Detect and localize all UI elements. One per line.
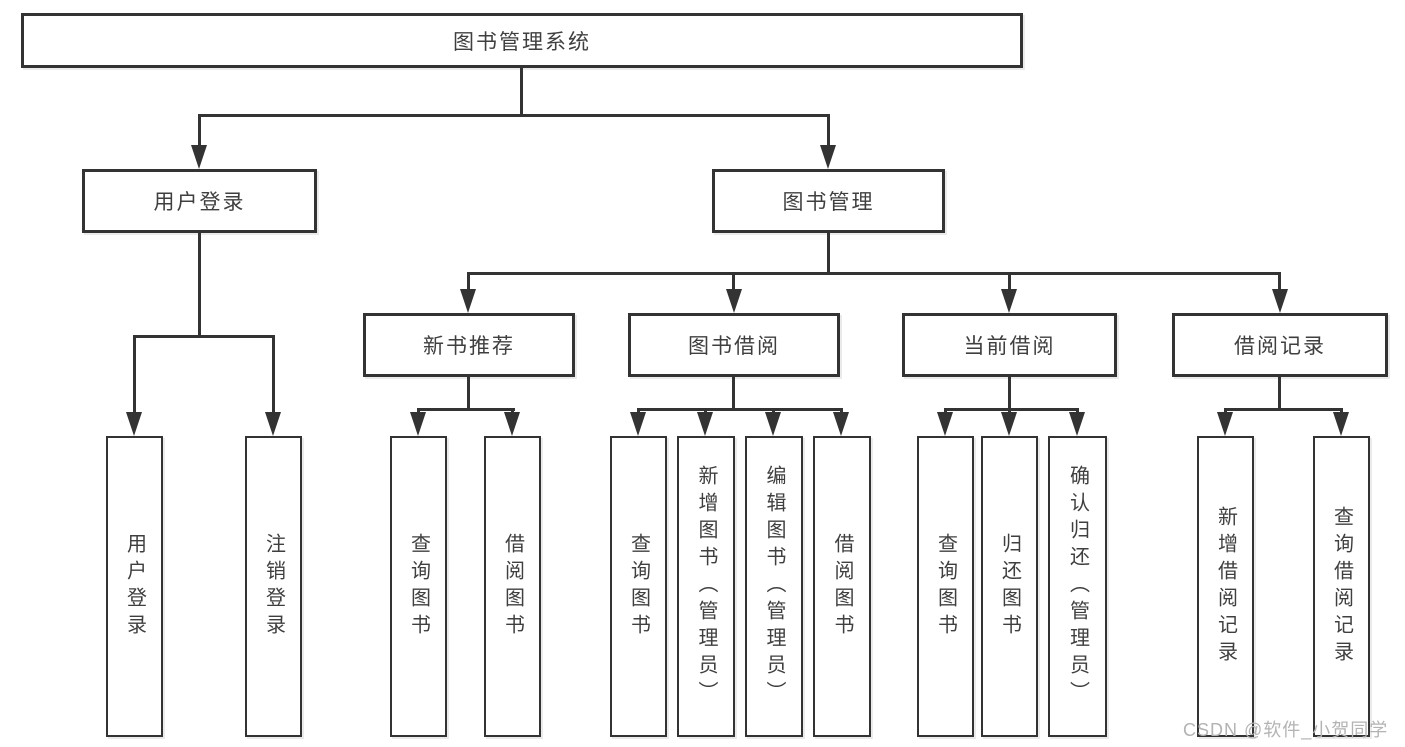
- leaf-return-books-label: 归还图书: [998, 532, 1021, 641]
- leaf-add-books-admin: 新增图书（管理员）: [677, 436, 735, 737]
- arrowhead-icon: [1217, 412, 1233, 436]
- arrowhead-icon: [1333, 412, 1349, 436]
- connector-hline: [467, 272, 1281, 275]
- connector-vline: [1008, 377, 1011, 411]
- arrowhead-icon: [504, 412, 520, 436]
- node-new-book-recommend: 新书推荐: [363, 313, 575, 377]
- arrowhead-icon: [1001, 289, 1017, 313]
- connector-vline: [704, 408, 707, 415]
- connector-vline: [1278, 272, 1281, 291]
- arrowhead-icon: [937, 412, 953, 436]
- leaf-current-query-books-label: 查询图书: [934, 532, 957, 641]
- csdn-watermark: CSDN @软件_小贺同学: [1183, 720, 1389, 740]
- arrowhead-icon: [726, 289, 742, 313]
- node-book-borrow-label: 图书借阅: [688, 335, 780, 358]
- leaf-borrow-query-books: 查询图书: [610, 436, 667, 737]
- leaf-rec-borrow-books: 借阅图书: [484, 436, 541, 737]
- connector-vline: [827, 233, 830, 275]
- leaf-return-books: 归还图书: [981, 436, 1038, 737]
- leaf-user-login-label: 用户登录: [123, 532, 146, 641]
- node-borrow-records-label: 借阅记录: [1234, 335, 1326, 358]
- leaf-confirm-return-admin: 确认归还（管理员）: [1048, 436, 1107, 737]
- connector-vline: [944, 408, 947, 415]
- arrowhead-icon: [265, 412, 281, 436]
- connector-vline: [198, 114, 201, 147]
- connector-vline: [467, 272, 470, 291]
- arrowhead-icon: [833, 412, 849, 436]
- leaf-rec-query-books-label: 查询图书: [407, 532, 430, 641]
- node-current-borrow: 当前借阅: [902, 313, 1117, 377]
- arrowhead-icon: [191, 145, 207, 169]
- connector-vline: [1224, 408, 1227, 415]
- arrowhead-icon: [460, 289, 476, 313]
- leaf-borrow-query-books-label: 查询图书: [627, 532, 650, 641]
- connector-hline: [1224, 408, 1343, 411]
- connector-vline: [1076, 408, 1079, 415]
- connector-vline: [732, 272, 735, 291]
- leaf-query-borrow-record-label: 查询借阅记录: [1330, 505, 1353, 668]
- connector-vline: [272, 335, 275, 414]
- connector-hline: [944, 408, 1079, 411]
- leaf-add-books-admin-label: 新增图书（管理员）: [695, 465, 717, 708]
- arrowhead-icon: [630, 412, 646, 436]
- leaf-rec-borrow-books-label: 借阅图书: [501, 532, 524, 641]
- connector-vline: [1278, 377, 1281, 411]
- node-root: 图书管理系统: [21, 13, 1023, 68]
- node-user-login-label: 用户登录: [153, 191, 246, 214]
- connector-vline: [417, 408, 420, 415]
- leaf-add-borrow-record: 新增借阅记录: [1197, 436, 1254, 737]
- connector-vline: [637, 408, 640, 415]
- connector-vline: [511, 408, 514, 415]
- leaf-borrow-books: 借阅图书: [813, 436, 871, 737]
- arrowhead-icon: [765, 412, 781, 436]
- connector-vline: [520, 68, 523, 117]
- leaf-borrow-books-label: 借阅图书: [831, 532, 853, 641]
- connector-vline: [827, 114, 830, 147]
- node-current-borrow-label: 当前借阅: [963, 335, 1056, 358]
- node-user-login: 用户登录: [82, 169, 317, 233]
- connector-vline: [732, 377, 735, 411]
- node-book-management-label: 图书管理: [782, 191, 875, 214]
- connector-vline: [198, 233, 201, 338]
- leaf-edit-books-admin-label: 编辑图书（管理员）: [763, 465, 785, 708]
- connector-hline: [133, 335, 275, 338]
- arrowhead-icon: [126, 412, 142, 436]
- connector-vline: [1008, 272, 1011, 291]
- leaf-logout: 注销登录: [245, 436, 302, 737]
- connector-vline: [467, 377, 470, 411]
- arrowhead-icon: [1069, 412, 1085, 436]
- arrowhead-icon: [1001, 412, 1017, 436]
- leaf-query-borrow-record: 查询借阅记录: [1313, 436, 1370, 737]
- node-borrow-records: 借阅记录: [1172, 313, 1388, 377]
- node-book-borrow: 图书借阅: [628, 313, 840, 377]
- leaf-logout-label: 注销登录: [262, 532, 285, 641]
- connector-hline: [198, 114, 830, 117]
- node-new-book-recommend-label: 新书推荐: [423, 335, 515, 358]
- leaf-user-login: 用户登录: [106, 436, 163, 737]
- leaf-current-query-books: 查询图书: [917, 436, 974, 737]
- leaf-confirm-return-admin-label: 确认归还（管理员）: [1066, 465, 1089, 708]
- arrowhead-icon: [697, 412, 713, 436]
- arrowhead-icon: [1272, 289, 1288, 313]
- leaf-edit-books-admin: 编辑图书（管理员）: [745, 436, 803, 737]
- node-book-management: 图书管理: [712, 169, 945, 233]
- arrowhead-icon: [410, 412, 426, 436]
- connector-vline: [1008, 408, 1011, 415]
- connector-vline: [1340, 408, 1343, 415]
- connector-vline: [133, 335, 136, 414]
- arrowhead-icon: [820, 145, 836, 169]
- leaf-rec-query-books: 查询图书: [390, 436, 447, 737]
- node-root-label: 图书管理系统: [453, 30, 591, 54]
- connector-vline: [772, 408, 775, 415]
- leaf-add-borrow-record-label: 新增借阅记录: [1214, 505, 1237, 668]
- connector-hline: [637, 408, 843, 411]
- connector-hline: [417, 408, 515, 411]
- connector-vline: [840, 408, 843, 415]
